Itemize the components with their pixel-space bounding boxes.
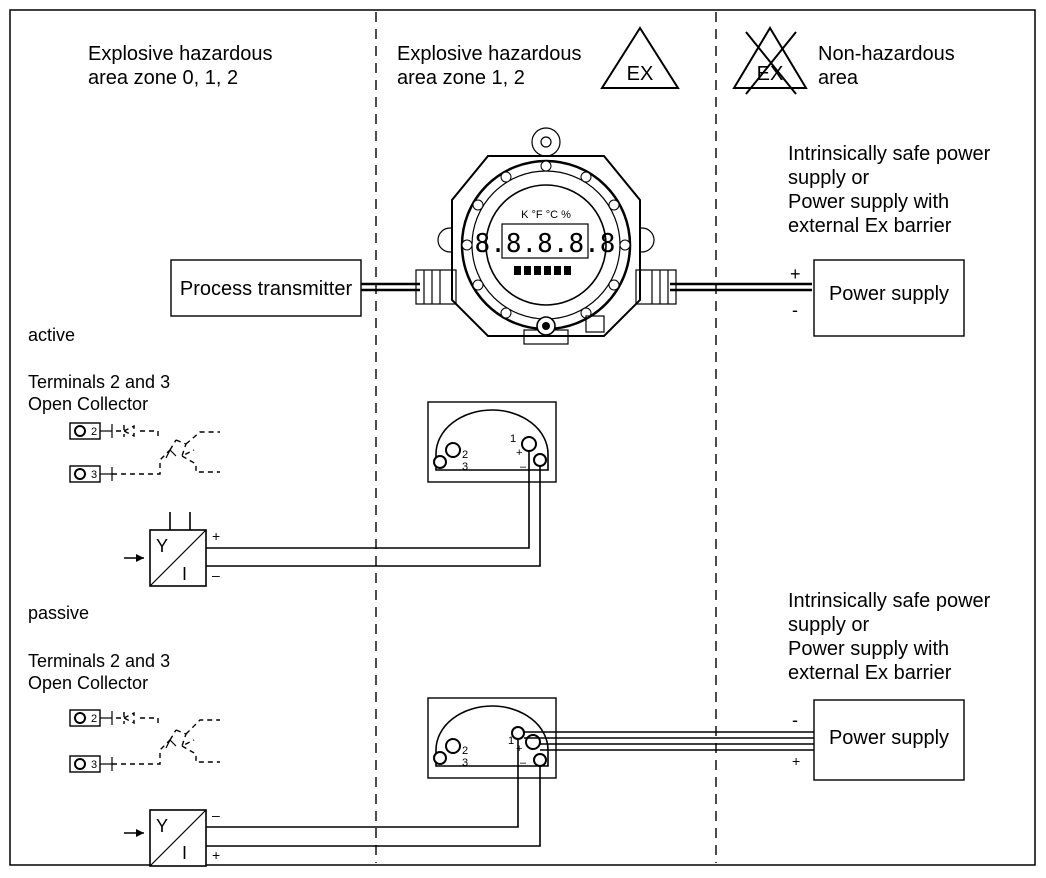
active-module-t3: 3 <box>462 461 468 473</box>
passive-wiring <box>206 731 814 847</box>
passive-module-plus: + <box>516 743 522 755</box>
ex-crossed-icon: EX <box>732 26 808 95</box>
active-terminal-module: 2 3 1 + – <box>427 401 557 483</box>
nonhaz-title-line1: Non-hazardous <box>818 43 955 65</box>
zone012-title-line2: area zone 0, 1, 2 <box>88 67 238 89</box>
passive-converter-minus: – <box>212 807 220 823</box>
power-supply-top-plus: + <box>790 264 801 284</box>
process-transmitter-box <box>170 259 362 317</box>
supply-note-top-line1: Intrinsically safe power <box>788 143 991 165</box>
power-supply-top-minus: - <box>792 300 798 320</box>
supply-note-bottom-line4: external Ex barrier <box>788 662 952 684</box>
zone12-title-line1: Explosive hazardous <box>397 43 582 65</box>
power-supply-bottom-minus: - <box>792 710 798 730</box>
nonhaz-title-line2: area <box>818 67 859 89</box>
active-optocoupler-symbol <box>112 424 220 475</box>
active-term2-label: 2 <box>91 426 97 438</box>
active-converter-minus: – <box>212 567 220 583</box>
power-supply-top-label: Power supply <box>829 283 949 305</box>
passive-module-minus: – <box>520 757 527 769</box>
supply-note-top-line4: external Ex barrier <box>788 215 952 237</box>
active-terminal-2: 2 <box>69 422 113 440</box>
active-converter-plus: + <box>212 528 220 544</box>
supply-note-bottom-line2: supply or <box>788 614 869 636</box>
passive-terminals-line1: Terminals 2 and 3 <box>28 651 170 671</box>
process-transmitter-label: Process transmitter <box>180 278 353 300</box>
supply-note-bottom-line3: Power supply with <box>788 638 949 660</box>
display-digits-text: 8.8.8.8.8 <box>475 229 616 259</box>
active-module-t2: 2 <box>462 449 468 461</box>
supply-note-top-line3: Power supply with <box>788 191 949 213</box>
active-terminals-line2: Open Collector <box>28 394 148 414</box>
active-term3-label: 3 <box>91 469 97 481</box>
field-display-device: K °F °C % 8.8.8.8.8 <box>415 127 677 345</box>
active-terminals-line1: Terminals 2 and 3 <box>28 372 170 392</box>
active-converter: Y I + – <box>124 512 220 587</box>
supply-note-top-line2: supply or <box>788 167 869 189</box>
passive-module-t1: 1 <box>508 735 514 747</box>
cable-display-to-supply <box>670 282 812 292</box>
active-module-t1: 1 <box>510 433 516 445</box>
passive-converter-y: Y <box>156 816 168 836</box>
ex-symbol-text: EX <box>627 63 654 85</box>
passive-terminals-line2: Open Collector <box>28 673 148 693</box>
active-converter-y: Y <box>156 536 168 556</box>
passive-optocoupler-symbol <box>112 711 220 765</box>
zone012-title-line1: Explosive hazardous <box>88 43 273 65</box>
zone12-title-line2: area zone 1, 2 <box>397 67 525 89</box>
power-supply-bottom-label: Power supply <box>829 727 949 749</box>
power-supply-bottom-box <box>813 699 965 781</box>
passive-converter: Y I – + <box>124 807 220 867</box>
active-converter-i: I <box>182 564 187 584</box>
active-terminal-3: 3 <box>69 465 113 483</box>
passive-terminal-2: 2 <box>69 709 113 727</box>
passive-converter-plus: + <box>212 847 220 863</box>
active-title: active <box>28 325 75 345</box>
passive-module-t2: 2 <box>462 745 468 757</box>
display-units-text: K °F °C % <box>521 209 571 221</box>
ex-warning-icon: EX <box>600 26 680 89</box>
active-module-minus: – <box>520 461 527 473</box>
outer-frame <box>9 9 1036 866</box>
active-module-plus: + <box>516 447 522 459</box>
active-wiring <box>206 451 541 567</box>
supply-note-bottom-line1: Intrinsically safe power <box>788 590 991 612</box>
power-supply-bottom-plus: + <box>792 753 800 769</box>
cable-transmitter-to-display <box>361 282 420 292</box>
passive-converter-i: I <box>182 843 187 863</box>
passive-term2-label: 2 <box>91 713 97 725</box>
passive-title: passive <box>28 603 89 623</box>
passive-module-t3: 3 <box>462 757 468 769</box>
power-supply-top-box <box>813 259 965 337</box>
passive-term3-label: 3 <box>91 759 97 771</box>
passive-terminal-3: 3 <box>69 755 113 773</box>
